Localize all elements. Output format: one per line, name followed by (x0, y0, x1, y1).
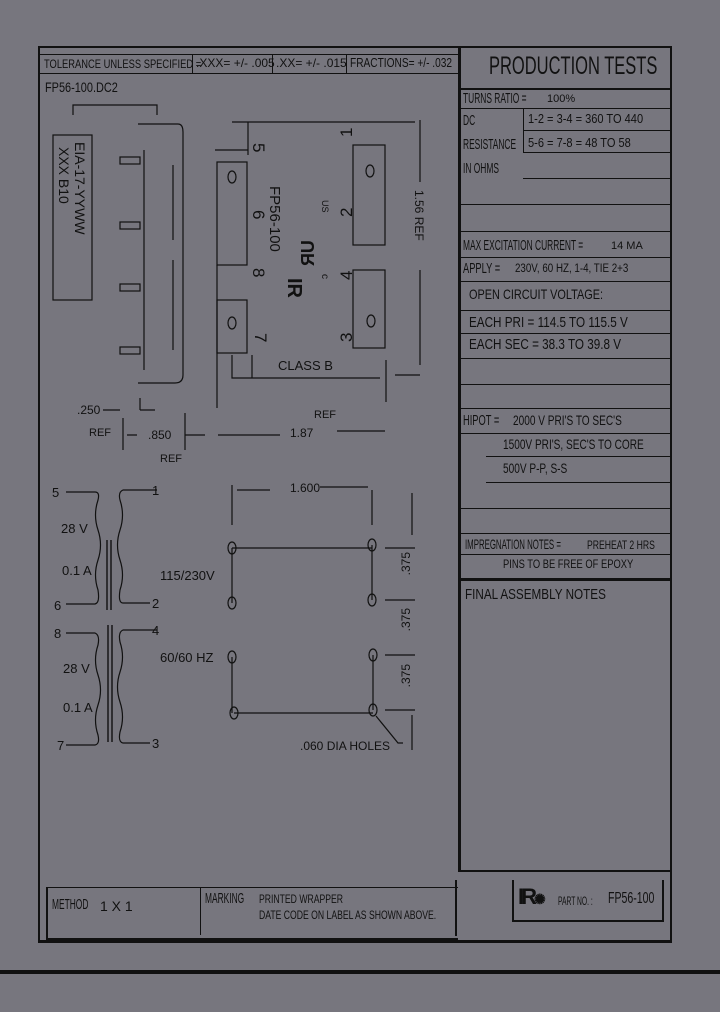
coil-side-view (138, 123, 184, 384)
ul-c-label: c (319, 274, 330, 279)
dim-375-b: .375 (399, 608, 413, 632)
tolerance-fractions: FRACTIONS= +/- .032 (350, 55, 452, 70)
each-sec: EACH SEC = 38.3 TO 39.8 V (469, 336, 622, 353)
in-ohms-label: IN OHMS (463, 160, 499, 177)
holes-note: .060 DIA HOLES (300, 739, 390, 753)
dim-850: .850 (148, 428, 172, 442)
sch-pin-2: 2 (152, 596, 159, 611)
transformer-schematic (66, 489, 157, 746)
each-pri: EACH PRI = 114.5 TO 115.5 V (469, 314, 628, 331)
sch-pin-6: 6 (54, 598, 61, 613)
dim-1-87: 1.87 (290, 426, 314, 440)
pad-left-bottom (216, 299, 248, 354)
part-number-value: FP56-100 (608, 890, 655, 907)
impregnation-note: PINS TO BE FREE OF EPOXY (503, 557, 634, 571)
turns-ratio-label: TURNS RATIO = (463, 90, 527, 107)
sch-frequency: 60/60 HZ (160, 650, 214, 665)
sch-current-2: 0.1 A (63, 700, 93, 715)
dc-label: DC (463, 112, 476, 129)
pin-label-3: 3 (337, 333, 356, 342)
ir-logo-icon: IR (283, 278, 305, 299)
pad-left-top (216, 161, 248, 266)
pin-label-2: 2 (337, 208, 356, 217)
dim-250-ref: REF (89, 427, 111, 439)
part-number-box: IR✺ PART NO. : FP56-100 (512, 880, 664, 922)
side-pins (119, 156, 141, 355)
hole-icon (227, 538, 378, 720)
insulation-class: CLASS B (278, 358, 333, 373)
apply-label: APPLY = (463, 260, 501, 277)
final-assembly-label: FINAL ASSEMBLY NOTES (465, 586, 606, 603)
production-tests-title: PRODUCTION TESTS (489, 52, 658, 80)
sch-pin-3: 3 (152, 736, 159, 751)
dim-1-87-ref: REF (314, 409, 336, 421)
dc-row-1: 1-2 = 3-4 = 360 TO 440 (528, 111, 644, 126)
tolerance-xxx: .XXX= +/- .005 (196, 56, 275, 70)
ul-us-label: US (320, 200, 330, 213)
sch-pin-5: 5 (52, 485, 59, 500)
drawing-id: FP56-100.DC2 (45, 79, 118, 95)
dc-row-2: 5-6 = 7-8 = 48 TO 58 (528, 135, 631, 150)
dim-375-a: .375 (399, 552, 413, 576)
dim-375-c: .375 (399, 664, 413, 688)
ul-mark-icon: ЯU (298, 240, 318, 266)
sch-voltage-1: 28 V (61, 521, 88, 536)
sch-pin-1: 1 (152, 483, 159, 498)
sch-current-1: 0.1 A (62, 563, 92, 578)
part-number-label: PART NO. : (558, 894, 593, 908)
max-excitation-label: MAX EXCITATION CURRENT = (463, 237, 584, 254)
pin-label-5: 5 (249, 143, 268, 152)
method-value: 1 X 1 (100, 898, 133, 914)
date-code-label-box (52, 134, 93, 301)
pin-label-8: 8 (249, 268, 268, 277)
pin-label-7: 7 (251, 333, 270, 342)
hipot-row-3: 500V P-P, S-S (503, 460, 568, 476)
open-circuit-voltage: OPEN CIRCUIT VOLTAGE: (469, 286, 604, 302)
marking-line-1: PRINTED WRAPPER (259, 892, 344, 906)
pin-label-4: 4 (337, 271, 356, 280)
frame-bottom (38, 940, 672, 943)
dim-250: .250 (77, 403, 101, 417)
production-tests-panel: PRODUCTION TESTS TURNS RATIO = 100% DC R… (458, 46, 673, 872)
marking-line-2: DATE CODE ON LABEL AS SHOWN ABOVE. (259, 908, 437, 922)
frame-right (670, 46, 672, 942)
label-line-2: XXX B10 (56, 147, 72, 204)
dim-850-ref: REF (160, 453, 182, 465)
sch-voltage-2: 28 V (63, 661, 90, 676)
hipot-row-1: 2000 V PRI'S TO SEC'S (513, 412, 622, 428)
label-line-1: EIA-17-YYWW (72, 142, 88, 235)
dim-1-56-ref: 1.56 REF (412, 190, 426, 241)
sch-primary-voltage: 115/230V (160, 568, 215, 583)
page-bottom-rule (0, 970, 720, 974)
pad-right-top (352, 144, 386, 246)
impregnation-value: PREHEAT 2 HRS (587, 538, 655, 552)
pin-label-6: 6 (249, 210, 268, 219)
sch-pin-4: 4 (152, 623, 159, 638)
hipot-row-2: 1500V PRI'S, SEC'S TO CORE (503, 436, 644, 452)
apply-value: 230V, 60 HZ, 1-4, TIE 2+3 (515, 263, 629, 275)
sch-pin-7: 7 (57, 738, 64, 753)
hipot-label: HIPOT = (463, 412, 500, 429)
marking-label: MARKING (205, 890, 245, 907)
resistance-label: RESISTANCE (463, 136, 517, 153)
pad-right-bottom (352, 269, 386, 349)
turns-ratio-value: 100% (547, 93, 576, 105)
tolerance-label: TOLERANCE UNLESS SPECIFIED = (44, 57, 202, 71)
dim-1-600: 1.600 (290, 481, 320, 495)
method-label: METHOD (52, 896, 89, 913)
max-excitation-value: 14 MA (611, 240, 643, 252)
impregnation-label: IMPREGNATION NOTES = (465, 536, 561, 552)
ir-logo-icon: IR✺ (518, 884, 546, 909)
frame-top (38, 46, 672, 48)
tolerance-xx: .XX= +/- .015 (276, 56, 347, 70)
top-view-part-number: FP56-100 (266, 186, 283, 252)
mounting-hole-pattern (227, 485, 415, 750)
frame-left (38, 46, 40, 942)
pin-label-1: 1 (337, 128, 356, 137)
sch-pin-8: 8 (54, 626, 61, 641)
